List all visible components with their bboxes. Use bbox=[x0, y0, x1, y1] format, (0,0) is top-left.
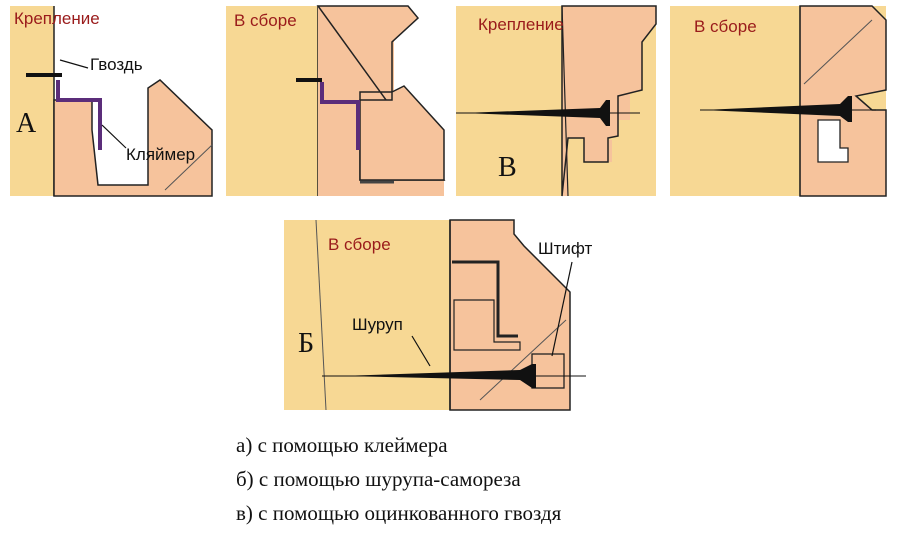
panel-title: В сборе bbox=[234, 11, 297, 30]
clip-part bbox=[56, 80, 102, 150]
panel-title: Крепление bbox=[14, 9, 100, 28]
panel-title: В сборе bbox=[328, 235, 391, 254]
left-board bbox=[226, 6, 318, 196]
nail-label: Гвоздь bbox=[90, 55, 143, 74]
left-board bbox=[284, 220, 450, 410]
clip-part bbox=[320, 82, 360, 150]
clip-label: Кляймер bbox=[126, 145, 195, 164]
nail-part bbox=[702, 96, 852, 122]
caption-list: а) с помощью клеймера б) с помощью шуруп… bbox=[236, 428, 836, 530]
variant-letter: Б bbox=[298, 328, 314, 359]
panel-v-assembled: В сборе bbox=[670, 5, 887, 197]
panel-a-fastening: Крепление Гвоздь Кляймер А bbox=[10, 6, 213, 197]
panel-v-fastening: Крепление В bbox=[456, 5, 657, 197]
caption-a: а) с помощью клеймера bbox=[236, 433, 448, 457]
caption-b: б) с помощью шурупа-самореза bbox=[236, 467, 521, 491]
left-board bbox=[10, 6, 54, 196]
panel-title: Крепление bbox=[478, 15, 564, 34]
panel-title: В сборе bbox=[694, 17, 757, 36]
screw-label: Шуруп bbox=[352, 315, 403, 334]
right-board bbox=[53, 79, 213, 197]
panel-a-assembled: В сборе bbox=[226, 5, 446, 196]
variant-letter: А bbox=[16, 108, 37, 139]
right-board bbox=[359, 85, 445, 181]
pin-part bbox=[531, 353, 565, 389]
pin-label: Штифт bbox=[538, 239, 592, 258]
panel-b-assembled: В сборе Шуруп Штифт Б bbox=[284, 219, 614, 411]
caption-v: в) с помощью оцинкованного гвоздя bbox=[236, 501, 562, 525]
variant-letter: В bbox=[498, 152, 517, 183]
